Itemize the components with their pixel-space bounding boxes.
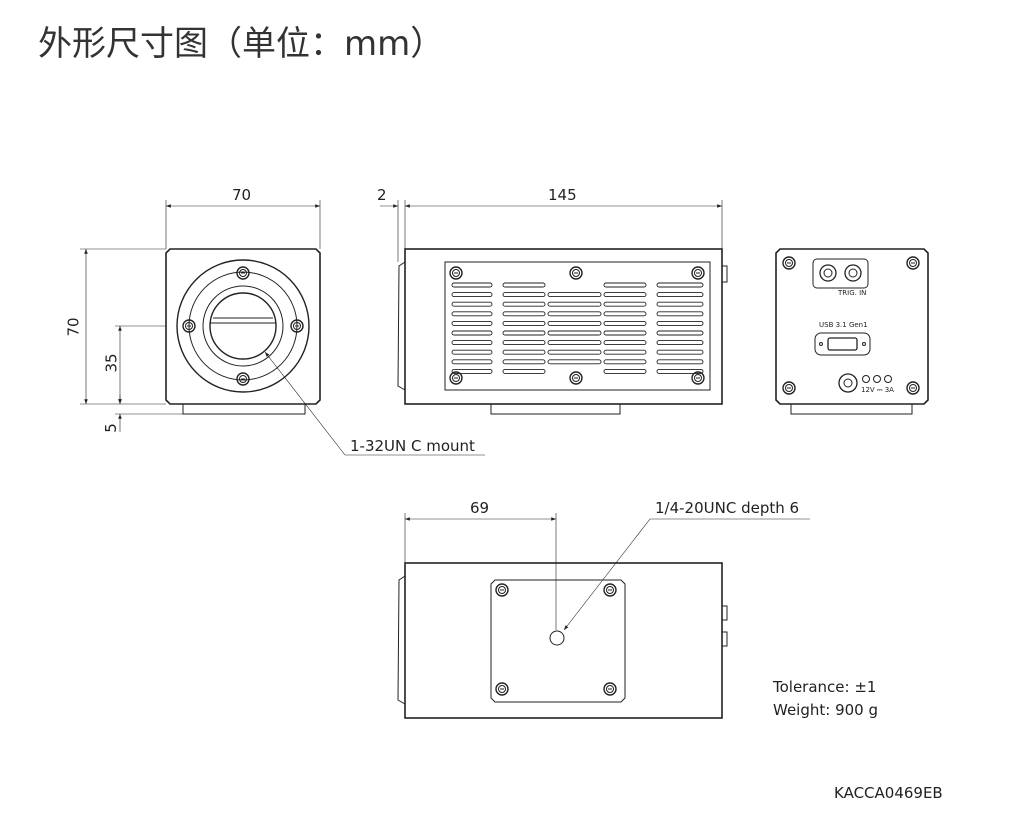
weight-note: Weight: 900 g (773, 701, 878, 719)
vent-slot (502, 359, 546, 365)
vent-slot (603, 359, 647, 365)
side-view (380, 200, 728, 415)
vent-slot (547, 292, 602, 298)
vent-slot (451, 368, 493, 374)
vent-slot (603, 330, 647, 336)
vent-slot (547, 359, 602, 365)
vent-slot (603, 349, 647, 355)
vent-slot (656, 330, 704, 336)
vent-slot (547, 311, 602, 317)
front-view (80, 200, 485, 456)
mount-center-dim: 35 (102, 353, 121, 373)
vent-slot (603, 301, 647, 307)
vent-slot (451, 330, 493, 336)
vent-slot (451, 320, 493, 326)
length-dim: 145 (548, 186, 577, 204)
vent-slot (547, 340, 602, 346)
vent-slot (656, 301, 704, 307)
drawing-code: KACCA0469EB (834, 784, 943, 802)
vent-slot (656, 320, 704, 326)
bottom-view (397, 513, 810, 719)
vent-slot (656, 340, 704, 346)
vent-slot (547, 330, 602, 336)
hole-label: 1/4-20UNC depth 6 (655, 499, 800, 517)
foot-dim: 5 (101, 423, 120, 433)
vent-slot (451, 311, 493, 317)
vent-slot (603, 320, 647, 326)
ring-dim: 2 (377, 186, 387, 204)
vent-slot (502, 368, 546, 374)
mount-label: 1-32UN C mount (350, 437, 475, 455)
vent-slot (502, 311, 546, 317)
hole-offset-dim: 69 (470, 499, 490, 517)
vent-slot (502, 320, 546, 326)
vent-slot (451, 292, 493, 298)
vent-slot (451, 349, 493, 355)
vent-slot (656, 282, 704, 288)
vent-slot (656, 349, 704, 355)
vent-slot (502, 292, 546, 298)
vent-slot (502, 349, 546, 355)
vent-slot (656, 311, 704, 317)
vent-slot (603, 282, 647, 288)
vent-slot (451, 282, 493, 288)
usb-label: USB 3.1 Gen1 (819, 321, 868, 329)
vent-slot (451, 359, 493, 365)
trigger-label: TRIG. IN (838, 289, 867, 297)
page-title: 外形尺寸图（单位：mm） (38, 24, 445, 64)
vent-slot (603, 311, 647, 317)
front-width-dim: 70 (232, 186, 252, 204)
vent-slot (656, 368, 704, 374)
vent-slot (603, 292, 647, 298)
vent-slot (656, 292, 704, 298)
vent-slot (547, 349, 602, 355)
vent-slot (502, 340, 546, 346)
vent-slot (502, 301, 546, 307)
rear-view (775, 248, 929, 415)
vent-slot (656, 359, 704, 365)
power-label: 12V ⎓ 3A (861, 386, 894, 394)
vent-slot (502, 330, 546, 336)
vent-slot (502, 282, 546, 288)
vent-slot (547, 301, 602, 307)
vent-slot (451, 301, 493, 307)
vent-slot (451, 340, 493, 346)
front-height-dim: 70 (64, 317, 83, 337)
vent-slot (603, 368, 647, 374)
vent-slot (603, 340, 647, 346)
tolerance-note: Tolerance: ±1 (773, 678, 877, 696)
vent-slot (547, 320, 602, 326)
